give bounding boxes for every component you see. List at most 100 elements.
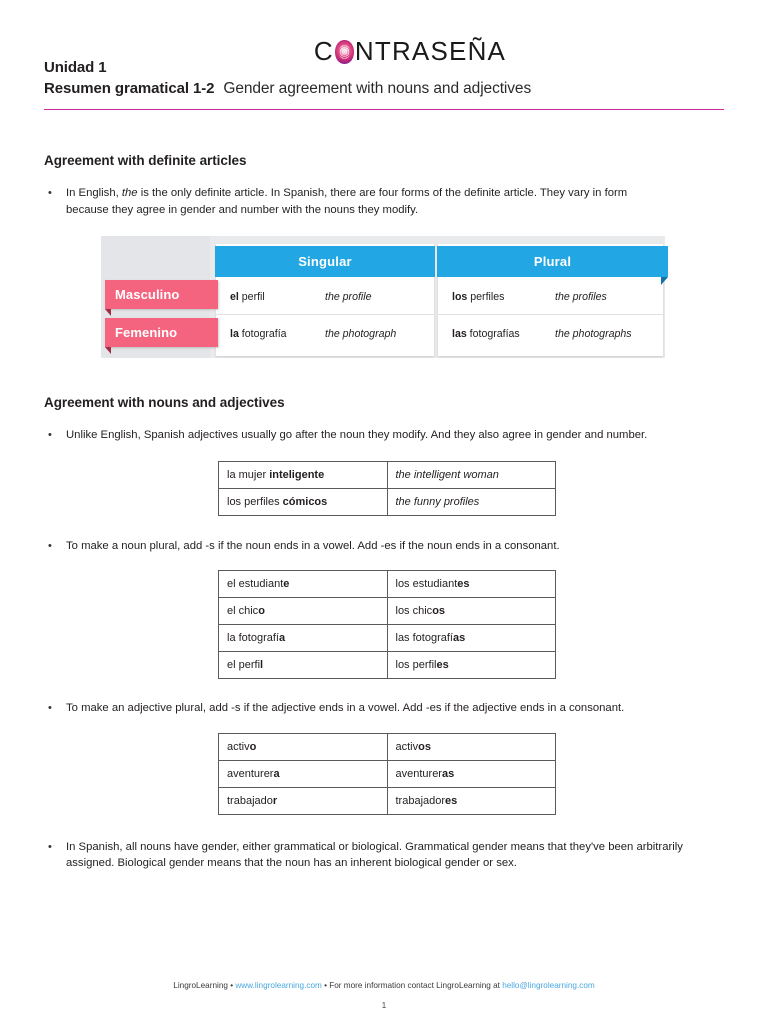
bullet-text: To make a noun plural, add -s if the nou…: [66, 539, 560, 552]
cell-singular: el chico: [218, 597, 388, 625]
cell-article: los: [452, 291, 468, 303]
bullet-text-italic: the: [121, 187, 138, 199]
cell-english: the profiles: [555, 291, 607, 303]
bullet-text: Unlike English, Spanish adjectives usual…: [66, 429, 648, 441]
footer-email-link[interactable]: hello@lingrolearning.com: [502, 981, 595, 990]
bullet-text-prefix: In English,: [66, 187, 122, 199]
cell-text-bold: os: [432, 605, 446, 617]
cell-text-bold: es: [457, 578, 470, 590]
brand-name-part1: C: [313, 36, 334, 66]
bullet-adjective-placement: • Unlike English, Spanish adjectives usu…: [44, 427, 724, 444]
page-number: 1: [381, 1000, 387, 1010]
bullet-dot-icon: •: [48, 539, 52, 552]
brand-name-part2: NTRASE: [354, 36, 468, 66]
cell-text-bold: r: [272, 794, 278, 807]
cell-text-plain: el perfi: [227, 659, 261, 671]
bullet-dot-icon: •: [48, 429, 52, 441]
table-row-femenino-plural: las fotografías the photographs: [438, 316, 663, 351]
cell-text-plain: aventurer: [227, 767, 274, 780]
cell-plural: aventureras: [386, 759, 556, 788]
cell-text-bold: l: [260, 659, 264, 671]
table-row: la mujer inteligente the intelligent wom…: [218, 460, 556, 489]
table-row-femenino-singular: la fotografía the photograph: [216, 316, 434, 351]
cell-plural: los estudiantes: [386, 570, 556, 598]
footer-contact-text: For more information contact LingroLearn…: [329, 981, 503, 990]
table-row: aventurera aventureras: [218, 759, 556, 788]
footer-website-link[interactable]: www.lingrolearning.com: [235, 981, 322, 990]
cell-noun: fotografía: [238, 327, 287, 340]
cell-spanish: los perfiles: [438, 291, 555, 303]
cell-singular: el estudiante: [218, 570, 388, 598]
row-header-femenino: Femenino: [105, 318, 218, 347]
header-divider: [44, 109, 724, 111]
cell-spanish: la mujer inteligente: [218, 460, 388, 489]
footer-separator-2: •: [321, 981, 330, 990]
noun-plural-table: el estudiante los estudiantes el chico l…: [218, 570, 556, 679]
table-row: los perfiles cómicos the funny profiles: [218, 487, 556, 516]
cell-spanish: los perfiles cómicos: [218, 487, 388, 516]
table-row-masculino-singular: el perfil the profile: [216, 280, 434, 315]
cell-text-plain: activ: [227, 740, 250, 753]
bullet-definite-articles: • In English, the is the only definite a…: [44, 185, 724, 218]
cell-text-plain: la fotografí: [227, 632, 279, 644]
bullet-dot-icon: •: [48, 840, 52, 853]
cell-text-plain: los perfiles: [227, 495, 283, 508]
cell-text-bold: as: [452, 632, 466, 644]
cell-singular: activo: [218, 732, 388, 761]
bullet-gender-explanation: • In Spanish, all nouns have gender, eit…: [44, 839, 724, 872]
bullet-dot-icon: •: [48, 702, 52, 714]
cell-english: the photographs: [555, 327, 632, 340]
summary-label: Resumen gramatical 1-2: [44, 80, 215, 97]
bullet-text: To make an adjective plural, add -s if t…: [66, 702, 625, 714]
cell-noun: perfiles: [467, 291, 505, 303]
cell-article: las: [452, 327, 467, 340]
table-row: el chico los chicos: [218, 597, 556, 625]
table-row: activo activos: [218, 732, 556, 761]
bullet-text: In Spanish, all nouns have gender, eithe…: [66, 840, 683, 870]
section-heading-nouns-adjectives: Agreement with nouns and adjectives: [44, 395, 285, 410]
cell-text-plain: el estudiant: [227, 578, 284, 590]
cell-english: the intelligent woman: [386, 460, 556, 489]
cell-text-plain: trabajador: [395, 794, 446, 807]
table-row: el perfil los perfiles: [218, 651, 556, 679]
cell-text-bold: a: [273, 767, 280, 780]
cell-singular: el perfil: [218, 651, 388, 679]
cell-english: the photograph: [325, 327, 397, 340]
table-row: el estudiante los estudiantes: [218, 570, 556, 598]
page-subtitle: Gender agreement with nouns and adjectiv…: [223, 80, 532, 97]
column-header-singular: Singular: [215, 246, 435, 277]
footer-company: LingroLearning: [173, 981, 228, 990]
cell-text-plain: la mujer: [227, 468, 270, 481]
unit-label: Unidad 1: [44, 59, 107, 76]
cell-text-plain: aventurer: [395, 767, 442, 780]
cell-plural: activos: [386, 732, 556, 761]
cell-text-plain: los chic: [395, 605, 433, 617]
cell-plural: trabajadores: [386, 786, 556, 815]
bullet-adjective-plural-rule: • To make an adjective plural, add -s if…: [44, 700, 724, 717]
definite-article-table: Singular Plural el perfil the profile la…: [101, 236, 681, 364]
ribbon-fold-icon: [105, 347, 111, 354]
bullet-text-suffix: is the only definite article. In Spanish…: [66, 187, 628, 216]
cell-singular: aventurera: [218, 759, 388, 788]
cell-text-plain: los perfil: [395, 659, 437, 671]
cell-spanish: el perfil: [216, 291, 325, 303]
cell-singular: trabajador: [218, 786, 388, 815]
cell-english: the funny profiles: [386, 487, 556, 516]
cell-plural: los perfiles: [386, 651, 556, 679]
cell-singular: la fotografía: [218, 624, 388, 652]
cell-text-bold: as: [441, 767, 455, 780]
table-row-masculino-plural: los perfiles the profiles: [438, 280, 663, 315]
cell-spanish: las fotografías: [438, 328, 555, 340]
cell-plural: los chicos: [386, 597, 556, 625]
cell-text-plain: las fotografí: [395, 632, 453, 644]
cell-text-plain: los estudiant: [395, 578, 458, 590]
column-header-plural: Plural: [437, 246, 668, 277]
cell-noun: fotografías: [466, 327, 520, 340]
adjective-examples-table: la mujer inteligente the intelligent wom…: [218, 460, 556, 516]
fingerprint-oval-icon: [334, 40, 354, 64]
cell-text-bold: os: [418, 740, 431, 753]
